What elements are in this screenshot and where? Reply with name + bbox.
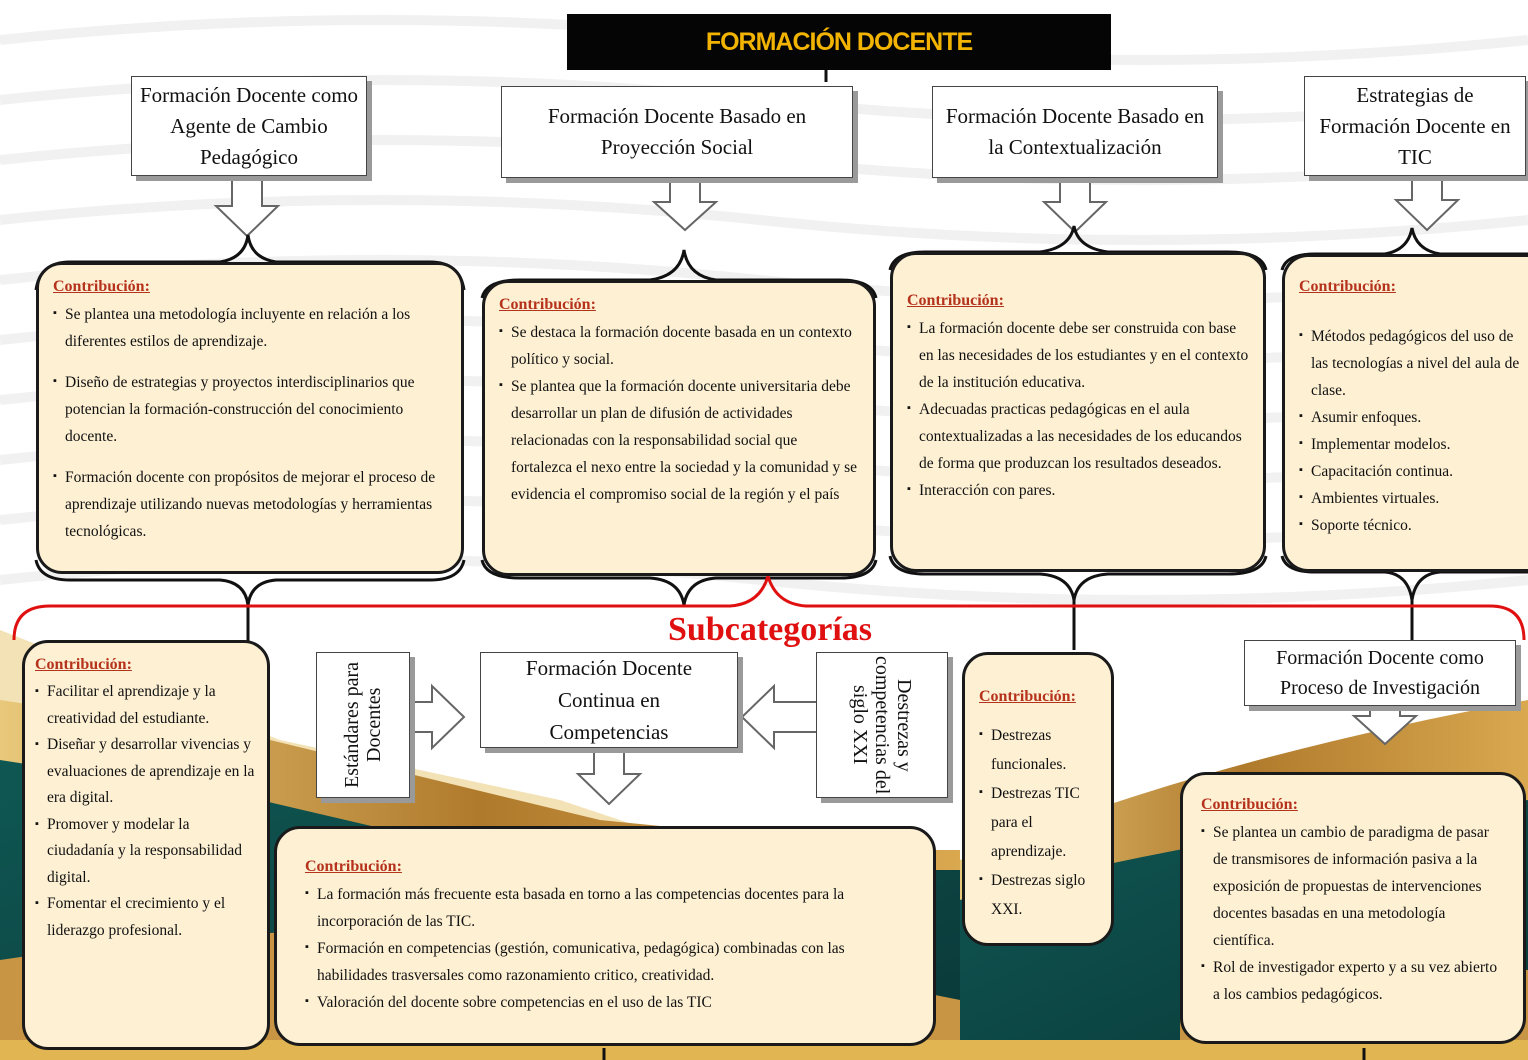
subcategory-bracket [12,570,1526,641]
contribution-item: Se plantea una metodología incluyente en… [53,300,447,355]
down-arrow [575,743,643,806]
contribution-box-agent-change: Contribución: Se plantea una metodología… [36,262,464,574]
contribution-item: Se destaca la formación docente basada e… [499,318,859,373]
contribution-box-research: Contribución: Se plantea un cambio de pa… [1180,772,1526,1044]
contribution-item: Facilitar el aprendizaje y la creativida… [35,678,257,732]
category-agent-change: Formación Docente como Agente de Cambio … [131,76,367,176]
contribution-label: Contribución: [499,296,596,313]
contribution-item: Promover y modelar la ciudadanía y la re… [35,811,257,892]
contribution-item: Diseñar y desarrollar vivencias y evalua… [35,731,257,812]
contribution-item: Destrezas funcionales. [979,720,1097,779]
down-arrow [1351,705,1419,746]
contribution-label: Contribución: [35,656,132,673]
skills-box: Destrezas y competencias del siglo XXI [816,652,948,798]
contribution-label: Contribución: [1299,278,1396,295]
contribution-label: Contribución: [907,292,1004,309]
contribution-item: Fomentar el crecimiento y el liderazgo p… [35,890,257,944]
contribution-box-skills: Contribución: Destrezas funcionales. Des… [962,652,1114,946]
left-arrow [740,683,821,751]
contribution-item: La formación más frecuente esta basada e… [305,880,905,935]
contribution-box-social-projection: Contribución: Se destaca la formación do… [482,280,876,576]
contribution-item: Capacitación continua. [1299,457,1528,485]
category-tic-strategies: Estrategias de Formación Docente en TIC [1304,76,1526,176]
skills-label: Destrezas y competencias del siglo XXI [849,655,915,795]
contribution-item: Destrezas TIC para el aprendizaje. [979,778,1097,866]
main-title: FORMACIÓN DOCENTE [567,14,1111,70]
contribution-item: Diseño de estrategias y proyectos interd… [53,368,447,450]
contribution-item: Soporte técnico. [1299,511,1528,539]
contribution-item: Asumir enfoques. [1299,403,1528,431]
main-title-text: FORMACIÓN DOCENTE [705,27,973,56]
category-title: Formación Docente como Agente de Cambio … [139,82,359,169]
contribution-label: Contribución: [53,278,150,295]
contribution-item: Se plantea que la formación docente univ… [499,372,859,508]
contribution-item: Formación docente con propósitos de mejo… [53,463,447,545]
subcategory-title: Formación Docente como Proceso de Invest… [1276,647,1484,699]
subcategories-label: Subcategorías [668,611,872,648]
subcategory-research-process: Formación Docente como Proceso de Invest… [1244,640,1516,706]
contribution-item: Adecuadas practicas pedagógicas en el au… [907,395,1249,477]
contribution-label: Contribución: [1201,796,1298,813]
category-title: Formación Docente Basado en Proyección S… [547,104,807,159]
category-title: Estrategias de Formación Docente en TIC [1319,82,1511,169]
contribution-item: Implementar modelos. [1299,430,1528,458]
subcategory-title: Formación Docente Continua en Competenci… [525,656,693,744]
contribution-item: Formación en competencias (gestión, comu… [305,934,905,989]
down-arrow [1041,177,1109,234]
down-arrow [213,177,281,238]
contribution-box-tic-strategies: Contribución: Métodos pedagógicos del us… [1282,254,1528,572]
category-social-projection: Formación Docente Basado en Proyección S… [501,86,853,178]
contribution-item: Ambientes virtuales. [1299,484,1528,512]
down-arrow [651,177,719,232]
contribution-label: Contribución: [979,688,1076,705]
standards-label: Estándares para Docentes [341,661,385,789]
contribution-item: La formación docente debe ser construida… [907,314,1249,396]
contribution-item: Destrezas siglo XXI. [979,865,1097,924]
contribution-item: Interacción con pares. [907,476,1249,504]
contribution-item: Métodos pedagógicos del uso de las tecno… [1299,322,1528,404]
contribution-item: Valoración del docente sobre competencia… [305,988,905,1016]
contribution-item: Se plantea un cambio de paradigma de pas… [1201,818,1505,954]
contribution-label: Contribución: [305,858,402,875]
subcategory-continuous-competencies: Formación Docente Continua en Competenci… [480,652,738,748]
contribution-box-standards: Contribución: Facilitar el aprendizaje y… [22,640,270,1050]
category-contextualization: Formación Docente Basado en la Contextua… [932,86,1218,178]
down-arrow [1393,177,1461,232]
contribution-item: Rol de investigador experto y a su vez a… [1201,953,1505,1008]
contribution-box-competencies: Contribución: La formación más frecuente… [274,826,936,1046]
category-title: Formación Docente Basado en la Contextua… [945,104,1205,159]
standards-box: Estándares para Docentes [316,652,410,798]
contribution-box-contextualization: Contribución: La formación docente debe … [890,252,1266,572]
